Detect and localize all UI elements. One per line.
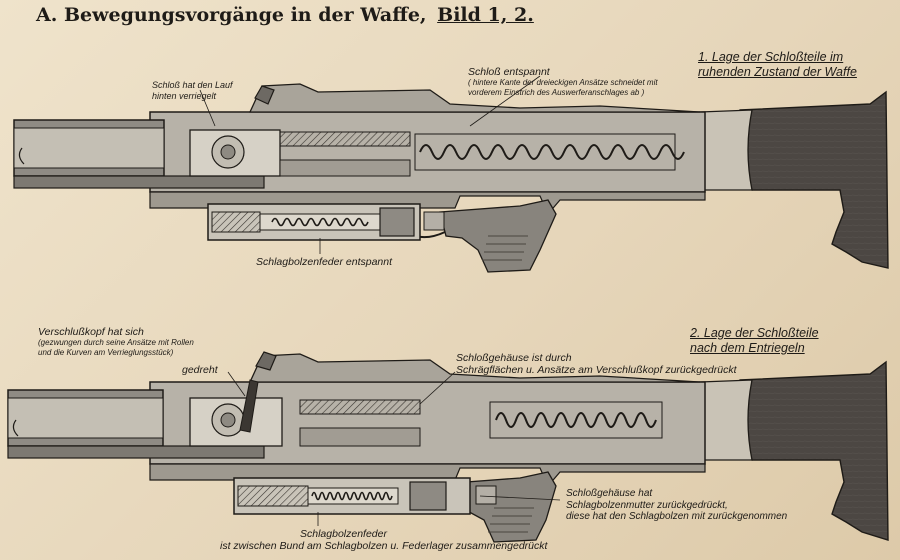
fig2-label-nut: Schloßgehäuse hat Schlagbolzenmutter zur… [566, 488, 787, 523]
firing-pin-assembly-2 [233, 477, 497, 515]
fig2-caption-line1: 2. Lage der Schloßteile [690, 326, 819, 340]
fig1-caption-line1: 1. Lage der Schloßteile im [698, 50, 844, 64]
fig2-label-nut-line3: diese hat den Schlagbolzen mit zurückgen… [566, 511, 788, 522]
title-main: A. Bewegungsvorgänge in der Waffe, [36, 4, 427, 26]
butt-stock [738, 90, 889, 269]
fig1-label-lock: Schloß hat den Lauf hinten verriegelt [152, 80, 233, 101]
fig1-label-uncocked-note1: ( hintere Kante der dreieckigen Ansätze … [468, 78, 658, 87]
fig1-label-lock-line2: hinten verriegelt [152, 90, 217, 101]
fig2-label-housing-line2: Schrägflächen u. Ansätze am Verschlußkop… [456, 364, 737, 376]
weapon-figure-1 [13, 75, 889, 273]
fig1-caption-line2: ruhenden Zustand der Waffe [698, 65, 857, 79]
fig2-label-housing-line1: Schloßgehäuse ist durch [456, 352, 572, 364]
fig1-caption: 1. Lage der Schloßteile im ruhenden Zust… [698, 50, 857, 80]
fig2-label-head-line3: und die Kurven am Verrieglungsstück) [38, 347, 174, 357]
fig1-label-uncocked-note2: vorderem Einstrich des Auswerferanschlag… [468, 87, 645, 97]
fig2-label-head-line1: Verschlußkopf hat sich [38, 326, 144, 338]
fig1-label-spring: Schlagbolzenfeder entspannt [256, 256, 393, 268]
firing-pin-assembly-1 [207, 203, 445, 241]
fig2-label-nut-line1: Schloßgehäuse hat [566, 488, 653, 499]
fig2-label-spring-line2: ist zwischen Bund am Schlagbolzen u. Fed… [220, 540, 548, 552]
fig2-label-nut-line2: Schlagbolzenmutter zurückgedrückt, [566, 499, 728, 511]
fig1-label-lock-line1: Schloß hat den Lauf [152, 80, 233, 90]
title-figure-ref: Bild 1, 2. [437, 4, 534, 26]
fig2-label-head: Verschlußkopf hat sich (gezwungen durch … [38, 326, 194, 357]
page-title: A. Bewegungsvorgänge in der Waffe, Bild … [36, 4, 534, 26]
fig1-label-uncocked: Schloß entspannt ( hintere Kante der dre… [468, 66, 658, 97]
fig1-label-uncocked-title: Schloß entspannt [468, 66, 550, 78]
weapon-figure-2 [7, 351, 889, 543]
fig2-label-spring: Schlagbolzenfeder ist zwischen Bund am S… [220, 528, 547, 552]
fig2-label-head-line4: gedreht [182, 364, 218, 376]
fig2-label-head-line2: (gezwungen durch seine Ansätze mit Rolle… [38, 338, 194, 347]
top-cover [248, 83, 701, 113]
fig2-caption: 2. Lage der Schloßteile nach dem Entrieg… [690, 326, 819, 356]
fig2-label-spring-line1: Schlagbolzenfeder [300, 528, 387, 540]
return-spring-1 [419, 144, 685, 160]
fig2-caption-line2: nach dem Entriegeln [690, 341, 805, 355]
fig2-label-housing: Schloßgehäuse ist durch Schrägflächen u.… [456, 352, 737, 376]
stock-collar [699, 109, 753, 191]
return-spring-2 [495, 412, 657, 428]
